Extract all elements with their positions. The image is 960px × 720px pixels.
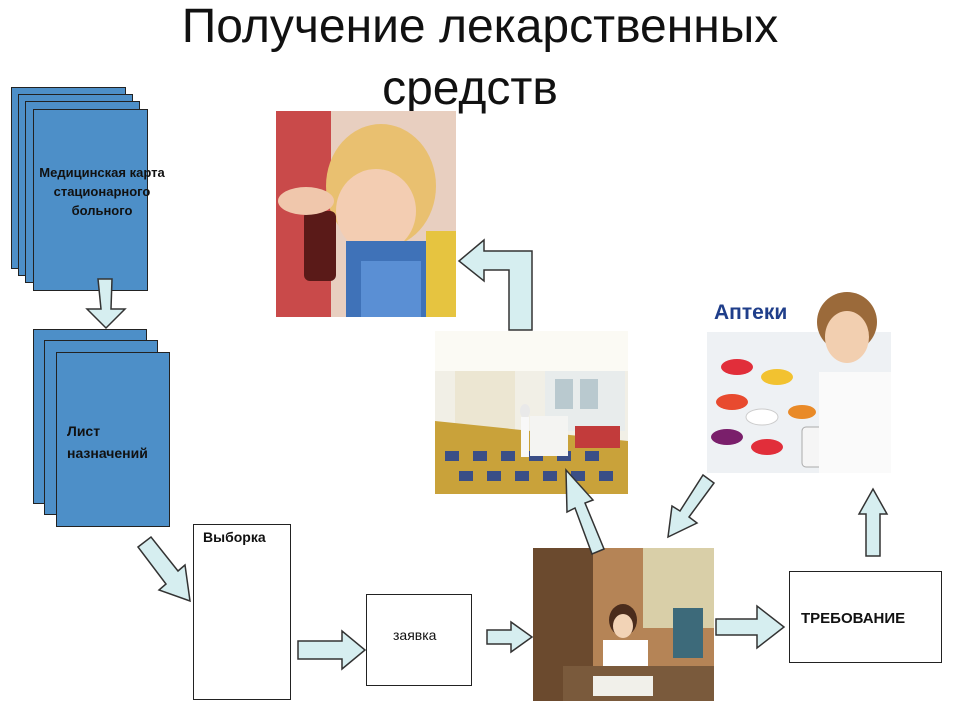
arrow-hall-to-child: [457, 238, 533, 331]
pharmacy-label: Аптеки: [714, 301, 788, 324]
arrow-requirement-to-pharmacy: [857, 487, 889, 557]
pharmacy-photo: Аптеки: [707, 277, 891, 473]
request-label: заявка: [393, 627, 437, 643]
card-sheet-front: [33, 109, 148, 291]
child-medicine-photo: [276, 111, 456, 317]
arrow-nurse-to-requirement: [715, 604, 786, 650]
selection-box: [193, 524, 291, 700]
child-medicine-illustration: [276, 111, 456, 317]
request-box: [366, 594, 472, 686]
arrow-selection-to-request: [297, 629, 367, 671]
prescription-label: Лист назначений: [67, 423, 148, 461]
hospital-hall-illustration: [435, 331, 628, 494]
page-title-line-2: средств: [382, 62, 558, 115]
pharmacy-illustration: [707, 277, 891, 473]
page-title-line-1: Получение лекарственных: [181, 0, 779, 53]
nurse-desk-photo: [533, 548, 714, 701]
hospital-hall-photo: [435, 331, 628, 494]
selection-label: Выборка: [203, 529, 266, 545]
arrow-request-to-nurse: [486, 620, 534, 654]
medical-card-label: Медицинская карта стационарного больного: [39, 165, 165, 218]
arrow-card-to-prescription: [85, 278, 127, 330]
nurse-desk-illustration: [533, 548, 714, 701]
arrow-nurse-to-hall: [565, 467, 605, 555]
arrow-pharmacy-to-nurse: [667, 473, 716, 539]
prescription-sheet-front: [56, 352, 170, 527]
requirement-label: ТРЕБОВАНИЕ: [801, 610, 906, 627]
requirement-box: [789, 571, 942, 663]
arrow-prescription-to-selection: [136, 535, 191, 603]
